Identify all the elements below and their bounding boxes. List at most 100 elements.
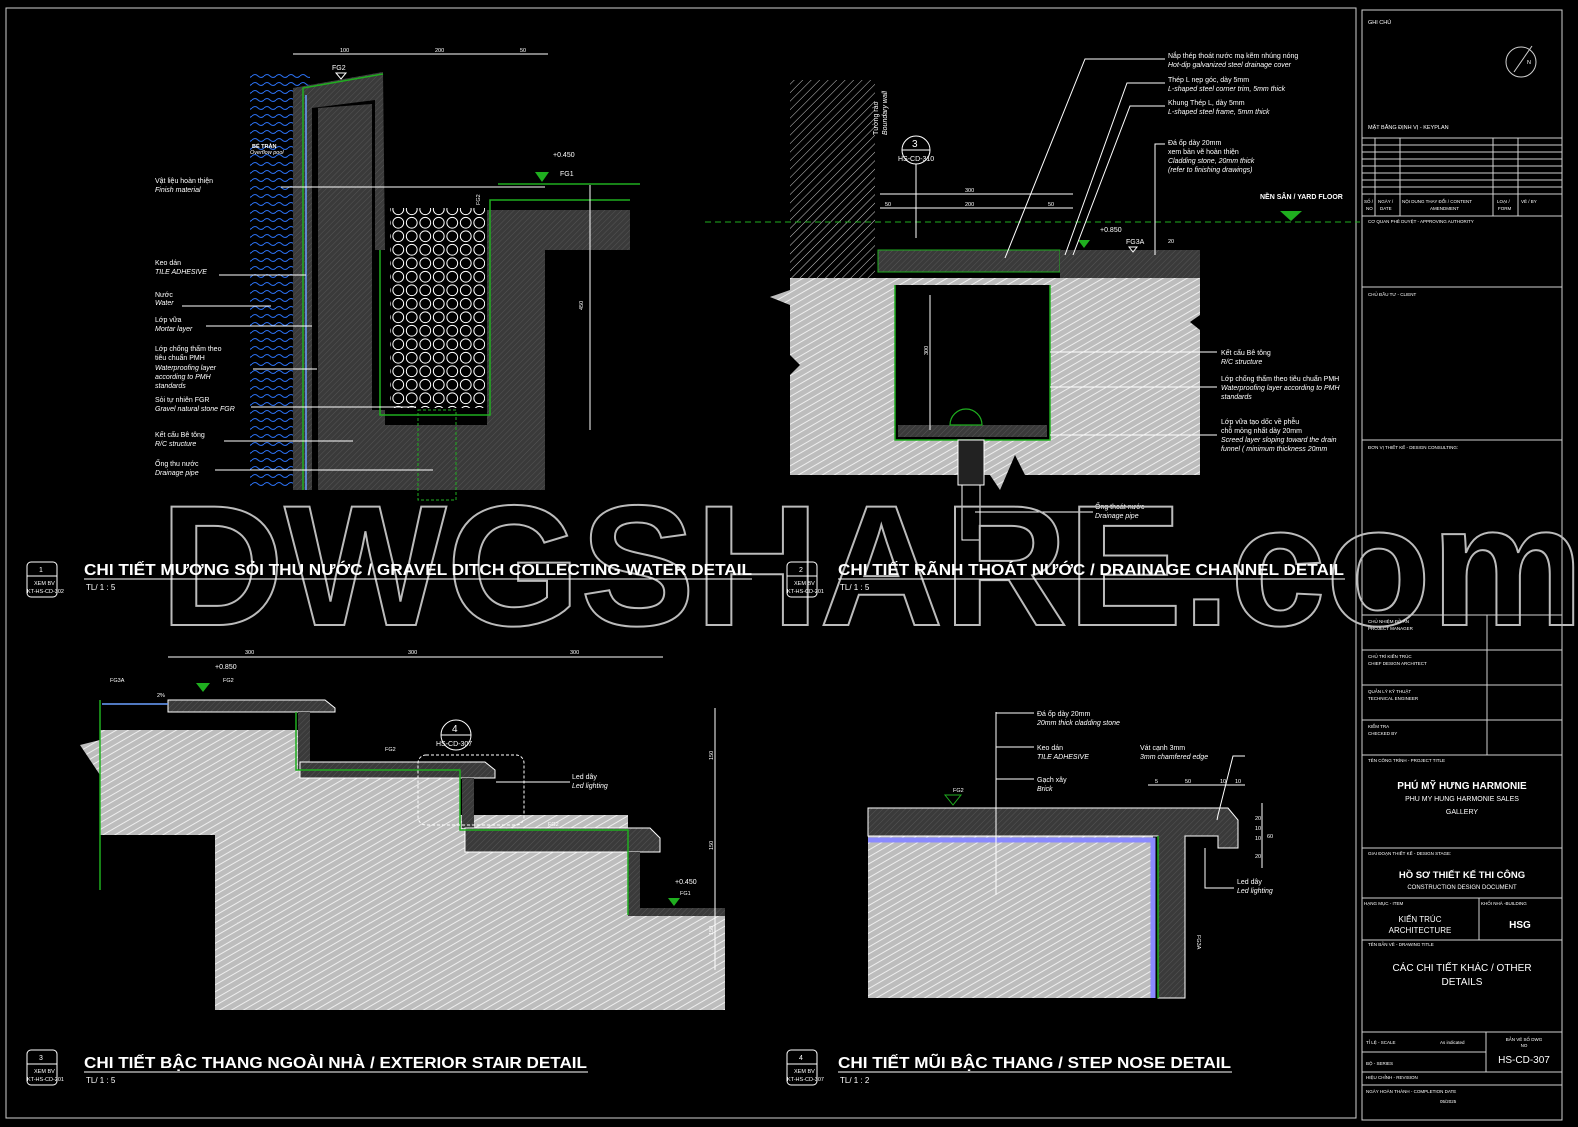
label-en: Mortar layer bbox=[155, 326, 193, 333]
notes-label: GHI CHÚ bbox=[1368, 19, 1391, 26]
tag-fg2: FG2 bbox=[476, 194, 482, 205]
dim-text: 10 bbox=[1255, 826, 1261, 832]
level-marker-icon bbox=[334, 72, 348, 80]
label-vi: Kết cấu Bê tông bbox=[155, 430, 205, 439]
item-value-en: ARCHITECTURE bbox=[1389, 926, 1452, 935]
dwg-no-label: BẢN VẼ SỐ DWG bbox=[1506, 1036, 1543, 1042]
detail-1-gravel-ditch: 100 200 50 450 FG2 +0.450 FG1 FG2 BỂ TRÀ… bbox=[155, 48, 640, 501]
label-vi: Vát cạnh 3mm bbox=[1140, 745, 1185, 752]
label-vi: Gạch xây bbox=[1037, 777, 1067, 784]
dwg-no-label: NO bbox=[1521, 1043, 1528, 1048]
rev-header: VẼ / BY bbox=[1521, 198, 1537, 204]
detail-4-step-nose: 5 50 10 10 20 10 10 20 60 FG2 FG3A Đá ốp… bbox=[867, 709, 1273, 999]
detail-2-labels: Nắp thép thoát nước mạ kẽm nhúng nóng Ho… bbox=[1095, 51, 1340, 520]
label-vi: Led dây bbox=[1237, 879, 1262, 886]
screed-layer bbox=[898, 425, 1047, 437]
role-label: QUẢN LÝ KỸ THUẬT bbox=[1368, 688, 1411, 694]
level-marker-icon bbox=[1280, 211, 1302, 221]
detail-number: 3 bbox=[39, 1055, 43, 1062]
label-en: Waterproofing layer according to PMH bbox=[1221, 385, 1340, 392]
role-grid bbox=[1362, 614, 1562, 756]
level-text: +0.450 bbox=[553, 152, 575, 159]
label-vi: Kết cấu Bê tông bbox=[1221, 348, 1271, 357]
tag-fg3a: FG3A bbox=[1195, 935, 1201, 950]
label-en: Drainage pipe bbox=[155, 470, 199, 477]
level-marker-icon bbox=[535, 172, 549, 182]
keyplan-label: MẶT BẰNG ĐỊNH VỊ - KEYPLAN bbox=[1368, 123, 1449, 131]
dim-text: 300 bbox=[245, 650, 254, 656]
label-vi: Ống thoát nước bbox=[1095, 501, 1145, 511]
dim-text: 20 bbox=[1255, 816, 1261, 822]
detail-title-4: 4 XEM BV KT-HS-CD-307 CHI TIẾT MŨI BẬC T… bbox=[786, 1049, 1232, 1086]
rev-header: AMENDMENT bbox=[1430, 206, 1459, 211]
label-en: Screed layer sloping toward the drain bbox=[1221, 437, 1337, 444]
detail-number-box bbox=[26, 1049, 58, 1086]
led-label: Led dây bbox=[572, 774, 597, 781]
dim-text: 200 bbox=[965, 202, 974, 208]
level-marker-icon bbox=[196, 683, 210, 692]
pool-label: BỂ TRÀN bbox=[252, 143, 276, 150]
wall-label-en: Boundary wall bbox=[882, 91, 889, 135]
scale-label: TỈ LỆ - SCALE bbox=[1366, 1038, 1396, 1045]
pool-label-en: Overflow pool bbox=[250, 150, 284, 156]
building-value: HSG bbox=[1509, 920, 1531, 931]
level-text: +0.450 bbox=[675, 879, 697, 886]
label-vi: Keo dán bbox=[1037, 745, 1063, 752]
dim-text: 50 bbox=[520, 48, 526, 54]
revision-label: HIỆU CHỈNH - REVISION bbox=[1366, 1073, 1418, 1080]
label-en: Cladding stone, 20mm thick bbox=[1168, 158, 1255, 165]
role-label: CHỦ NHIỆM ĐỒ ÁN bbox=[1368, 617, 1409, 624]
gravel-fill bbox=[390, 208, 485, 408]
item-label: HẠNG MỤC - ITEM bbox=[1364, 901, 1403, 906]
project-subtitle: PHU MY HUNG HARMONIE SALES bbox=[1405, 796, 1519, 803]
ref-label: XEM BV bbox=[34, 1069, 55, 1075]
detail-number: 4 bbox=[799, 1055, 803, 1062]
label-vi: Lớp chống thấm theo bbox=[155, 344, 222, 353]
rev-header: NỘI DUNG THAY ĐỔI / CONTENT bbox=[1402, 198, 1472, 204]
tag-fg2: FG2 bbox=[953, 788, 964, 794]
role-label-en: PROJECT MANAGER bbox=[1368, 626, 1414, 631]
role-label-en: CHECKED BY bbox=[1368, 731, 1397, 736]
dim-text: 5 bbox=[1155, 779, 1158, 785]
finish-layer bbox=[293, 72, 385, 490]
title-block-frame bbox=[1361, 9, 1563, 1121]
label-en: TILE ADHESIVE bbox=[1037, 754, 1089, 761]
dim-text: 50 bbox=[1185, 779, 1191, 785]
label-vi: Khung Thép L, dày 5mm bbox=[1168, 100, 1245, 107]
label-en: TILE ADHESIVE bbox=[155, 269, 207, 276]
dim-text: 50 bbox=[1048, 202, 1054, 208]
north-label: N bbox=[1527, 60, 1531, 66]
tread-3 bbox=[464, 827, 661, 853]
label-en: 20mm thick cladding stone bbox=[1036, 720, 1120, 727]
callout-sheet: HS-CD-307 bbox=[436, 741, 472, 748]
callout-sheet: HS-CD-310 bbox=[898, 156, 934, 163]
dim-text: 50 bbox=[885, 202, 891, 208]
dim-text: 300 bbox=[965, 188, 974, 194]
label-en: Gravel natural stone FGR bbox=[155, 406, 235, 413]
role-label-en: TECHNICAL ENGINEER bbox=[1368, 696, 1419, 701]
leader-lines bbox=[996, 712, 1245, 889]
detail-3-exterior-stair: 300 300 300 150 150 150 2% +0.850 FG3A F… bbox=[80, 650, 725, 1010]
detail-number: 1 bbox=[39, 567, 43, 574]
label-en: R/C structure bbox=[1221, 359, 1262, 366]
detail-title-3: 3 XEM BV KT-HS-CD-201 CHI TIẾT BẬC THANG… bbox=[26, 1049, 588, 1086]
detail-title: CHI TIẾT BẬC THANG NGOÀI NHÀ / EXTERIOR … bbox=[84, 1054, 587, 1072]
label-vi: Thép L nẹp góc, dày 5mm bbox=[1168, 77, 1249, 84]
rev-header: LOẠI / bbox=[1497, 199, 1511, 204]
label-vi: Sỏi tự nhiên FGR bbox=[155, 396, 210, 404]
ref-sheet: KT-HS-CD-201 bbox=[27, 1077, 64, 1083]
led-label-en: Led lighting bbox=[572, 783, 608, 790]
design-stage-en: CONSTRUCTION DESIGN DOCUMENT bbox=[1407, 885, 1517, 891]
dim-text: 150 bbox=[709, 841, 715, 850]
label-en: (refer to finishing drawings) bbox=[1168, 167, 1252, 174]
wall-label: Tường rào bbox=[873, 101, 880, 135]
label-en: funnel ( minimum thickness 20mm bbox=[1221, 446, 1327, 453]
level-marker-icon bbox=[943, 794, 963, 806]
ref-sheet: KT-HS-CD-307 bbox=[787, 1077, 824, 1083]
ground-finish bbox=[628, 908, 725, 916]
drain-dome bbox=[949, 408, 983, 426]
dim-text: 200 bbox=[435, 48, 444, 54]
dim-text: 150 bbox=[709, 751, 715, 760]
detail-number-box bbox=[786, 1049, 818, 1086]
tag-fg1: FG1 bbox=[680, 891, 691, 897]
